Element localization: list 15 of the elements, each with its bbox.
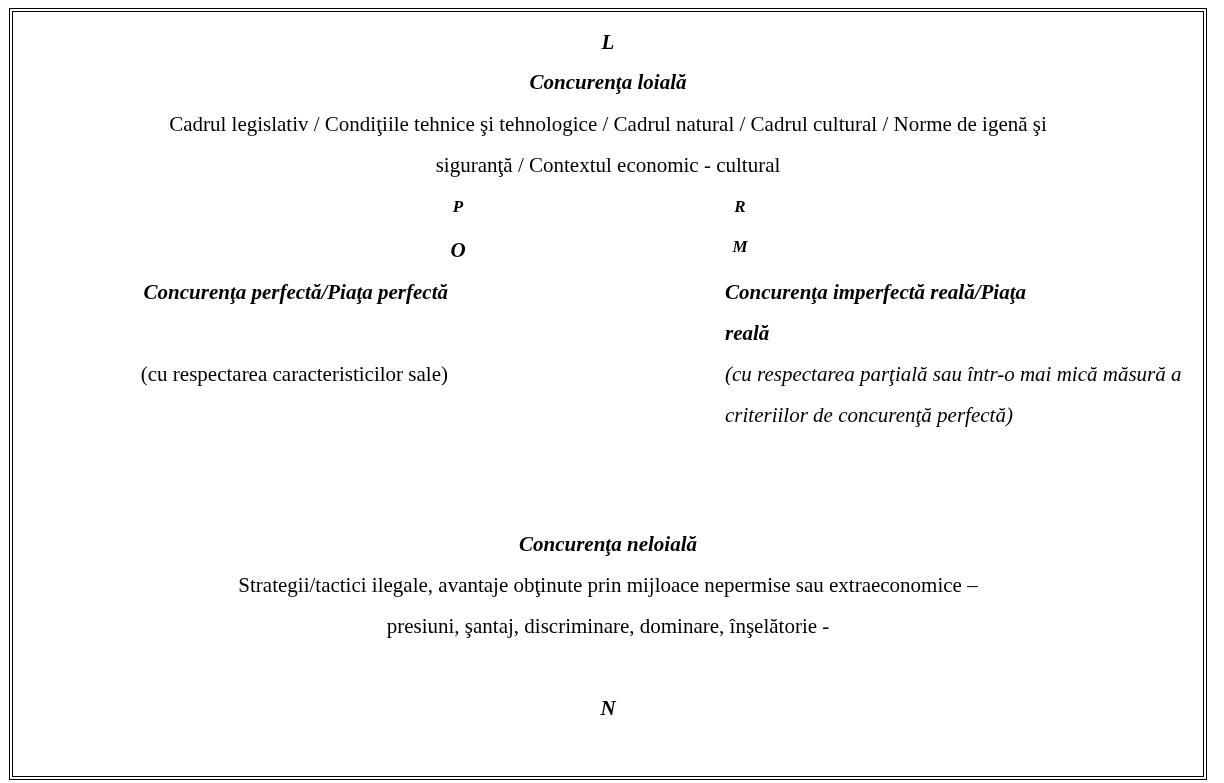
section-letter: P bbox=[451, 196, 465, 218]
description-text: Strategii/tactici ilegale, avantaje obţinute prin mijloace nepermise sau extraeconomice – presiuni, şantaj, discriminare, dominare, înşelătorie - bbox=[237, 572, 979, 640]
description-text: (cu respectarea parţială sau într-o mai mică măsură a criteriilor de concurenţă perfectă) bbox=[725, 361, 1183, 429]
double-border-frame bbox=[9, 8, 1207, 780]
section-letter: R bbox=[733, 196, 747, 218]
section-heading: Concurenţa neloială bbox=[518, 531, 698, 558]
section-letter: L bbox=[600, 29, 616, 56]
section-heading: Concurenţa perfectă/Piaţa perfectă bbox=[142, 279, 448, 306]
section-heading: Concurenţa loială bbox=[528, 69, 688, 96]
factor-list: Cadrul legislativ / Condiţiile tehnice şi tehnologice / Cadrul natural / Cadrul cultural / Norme de igenă şi siguranţă / Contextul economic - cultural bbox=[133, 104, 1083, 186]
section-letter: N bbox=[599, 695, 618, 722]
section-letter: O bbox=[449, 237, 467, 264]
description-text: (cu respectarea caracteristicilor sale) bbox=[139, 361, 448, 388]
section-heading: Concurenţa imperfectă reală/Piaţa reală bbox=[725, 279, 1027, 347]
section-letter: M bbox=[731, 236, 749, 258]
